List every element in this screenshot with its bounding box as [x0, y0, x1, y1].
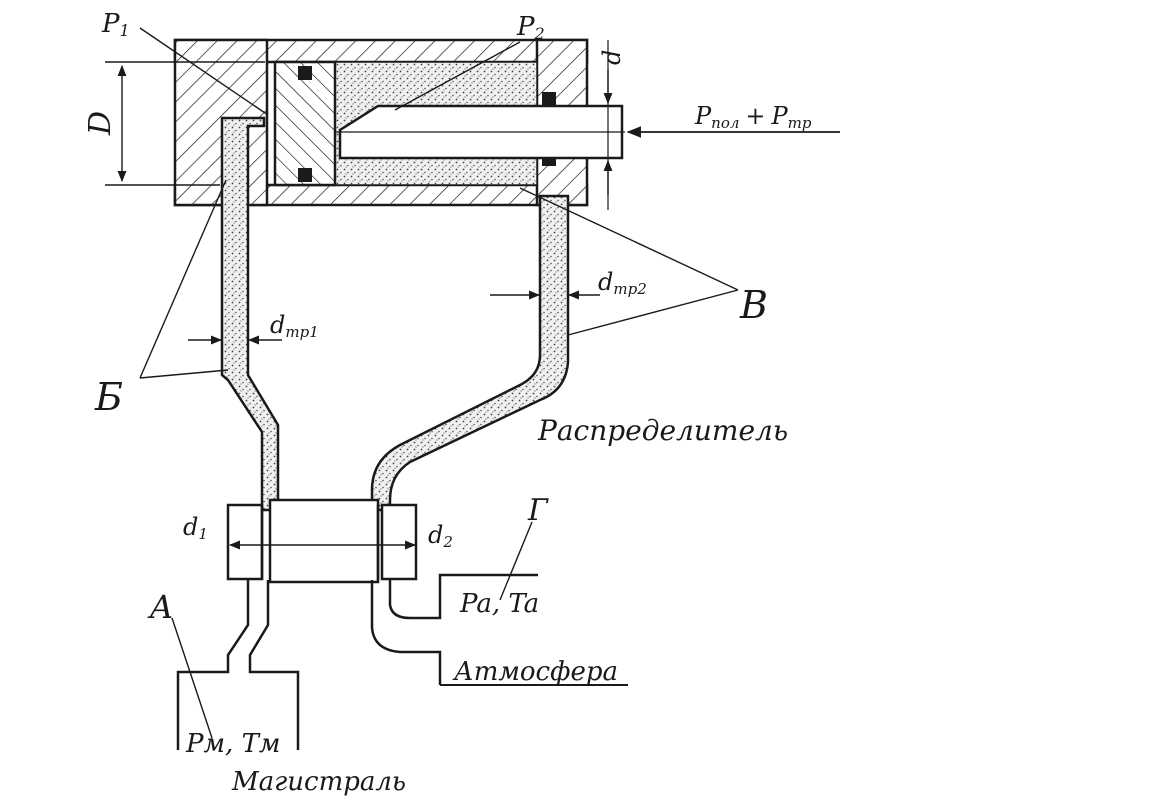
- pipe-b-channel: [220, 116, 280, 512]
- pipe-b: [220, 116, 280, 512]
- pipe-v: [370, 194, 570, 512]
- label-g: Г: [527, 493, 549, 528]
- b-leader-1: [139, 179, 227, 379]
- rod-seal-top: [542, 92, 556, 106]
- p1-label: P1: [101, 9, 130, 40]
- piston: [273, 60, 337, 187]
- g-leader: [499, 521, 533, 601]
- a-leader: [171, 617, 213, 739]
- main-line-label: Магистраль: [231, 767, 406, 797]
- rod-d-label: d: [598, 50, 626, 65]
- b-leader-2: [139, 369, 229, 379]
- force-label: Pпол+Pтр: [694, 102, 812, 132]
- dimension-lines: [105, 40, 840, 345]
- pipe-v-channel: [370, 194, 570, 512]
- main-line-channel: [176, 580, 300, 750]
- label-b: Б: [94, 375, 123, 419]
- diameter-d-label: D: [83, 111, 118, 136]
- distributor-label: Распределитель: [537, 414, 788, 447]
- d-tr2-label: dтр2: [598, 268, 647, 298]
- pm-tm-label: Pм, Tм: [185, 729, 280, 759]
- p1-leader: [139, 27, 269, 116]
- main-line-pipe: [176, 580, 300, 750]
- p2-leader: [394, 41, 521, 111]
- v-leader-2: [567, 289, 739, 336]
- atmosphere-channel: [370, 573, 538, 685]
- d2-label: d2: [428, 521, 453, 551]
- pa-ta-label: Pa, Ta: [459, 589, 539, 619]
- atmosphere-outlet: [370, 573, 628, 686]
- distributor-spool: [226, 498, 418, 584]
- cylinder-body: [173, 38, 625, 207]
- label-v: В: [739, 283, 768, 327]
- v-leader-1: [519, 187, 739, 291]
- d-tr1-label: dтр1: [270, 311, 319, 341]
- d1-label: d1: [183, 513, 208, 543]
- piston-seal-top: [298, 66, 312, 80]
- piston-seal-bottom: [298, 168, 312, 182]
- spool-land-right: [380, 503, 418, 581]
- p2-label: P2: [516, 12, 545, 43]
- label-a: A: [147, 588, 173, 626]
- spool-body: [268, 498, 380, 584]
- labels: P1 P2 D d Pпол+Pтр dтр1 dтр2 Б В Распред…: [83, 9, 812, 797]
- atmosphere-label: Атмосфера: [452, 657, 618, 687]
- leader-lines: [139, 27, 739, 739]
- spool-land-left: [226, 503, 264, 581]
